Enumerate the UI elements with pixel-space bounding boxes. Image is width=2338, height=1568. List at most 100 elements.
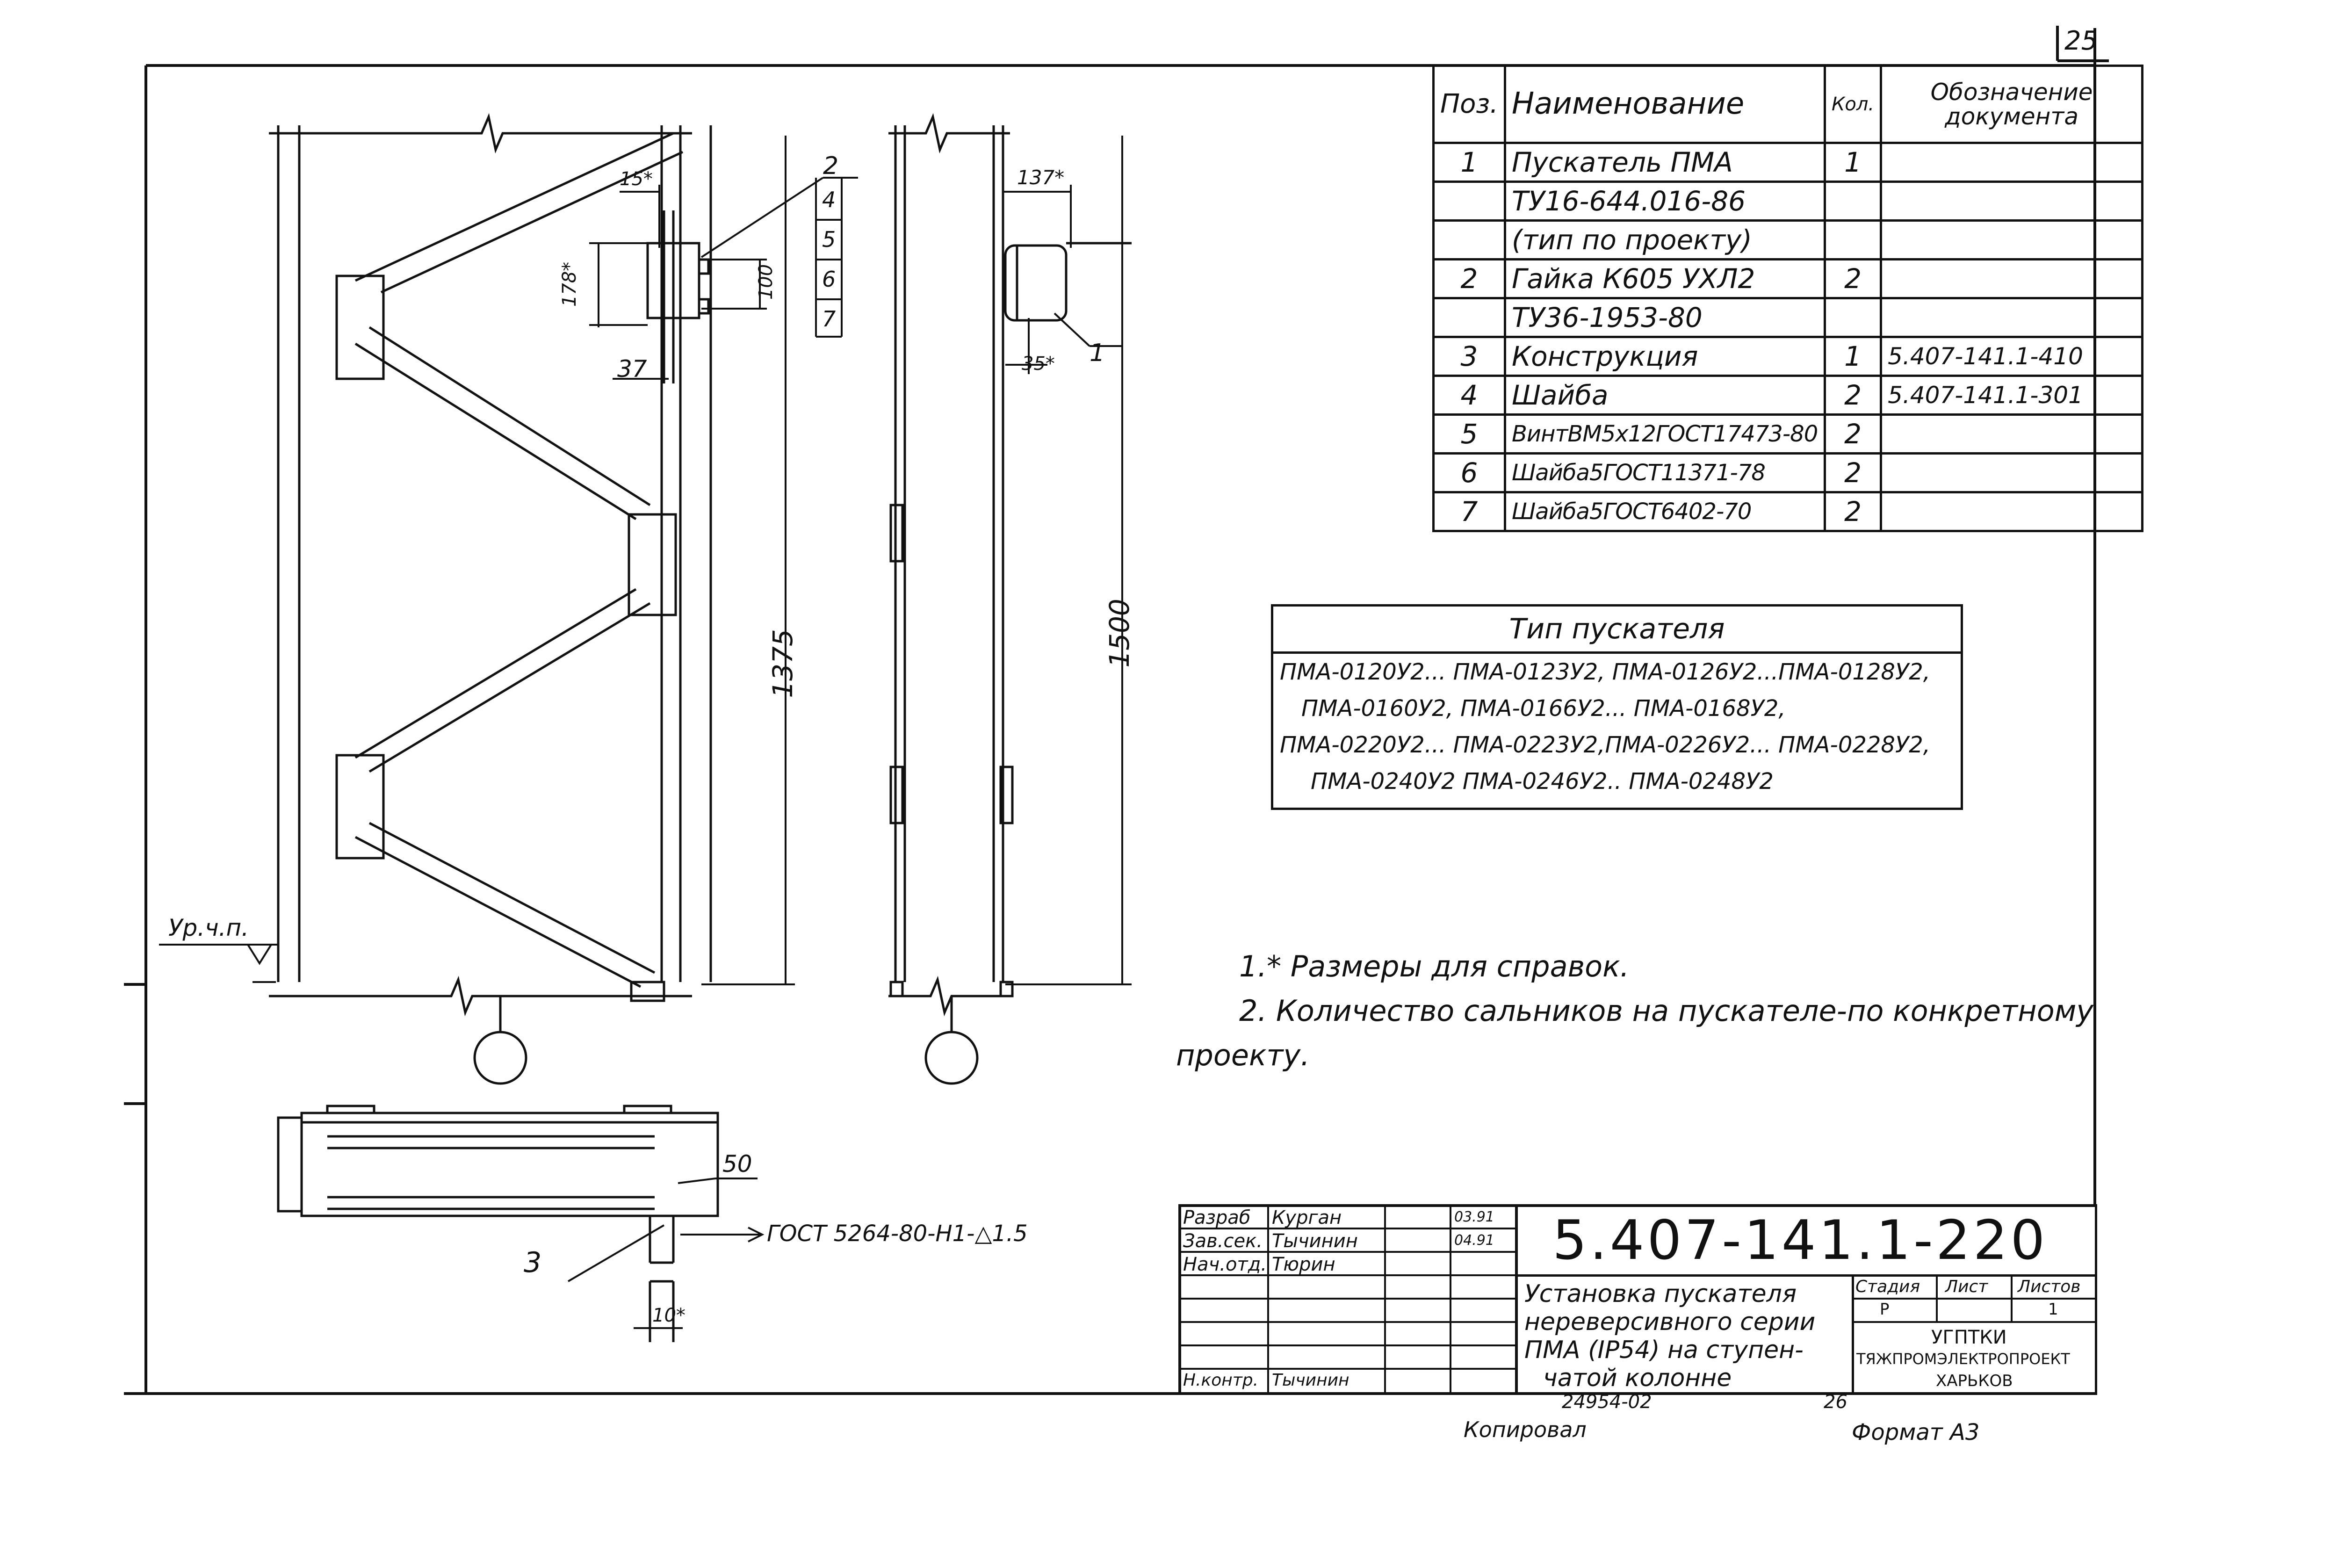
cell-pos: 6 [1432, 452, 1506, 493]
level-mark: Ур.ч.п. [168, 914, 249, 941]
cell-qty [1823, 297, 1883, 338]
cell-name: Конструкция [1503, 336, 1826, 377]
axis-marker-left [473, 1031, 527, 1085]
col-header-qty: Кол. [1823, 65, 1883, 144]
cell-name: Гайка К605 УХЛ2 [1503, 258, 1826, 299]
cell-doc [1880, 297, 2144, 338]
cell-name: ТУ36-1953-80 [1503, 297, 1826, 338]
cell-doc: 5.407-141.1-301 [1880, 375, 2144, 416]
callout-2: 2 [823, 152, 839, 180]
cell-pos: 7 [1432, 491, 1506, 532]
cell-qty: 2 [1823, 491, 1883, 532]
role-sector-head: Зав.сек. [1183, 1230, 1263, 1252]
cell-pos: 2 [1432, 258, 1506, 299]
cell-qty: 1 [1823, 336, 1883, 377]
callout-1: 1 [1090, 339, 1105, 367]
starter-types-box: Тип пускателя ПМА-0120У2... ПМА-0123У2, … [1271, 604, 1963, 810]
cell-name: Шайба5ГОСТ6402-70 [1503, 491, 1826, 532]
sheets-value: 1 [2048, 1300, 2058, 1319]
cell-pos: 5 [1432, 413, 1506, 455]
table-row: ТУ36-1953-80 [1432, 297, 2144, 338]
role-norm-control: Н.контр. [1183, 1371, 1259, 1390]
cell-doc [1880, 452, 2144, 493]
cell-name: Шайба [1503, 375, 1826, 416]
callout-6: 6 [822, 267, 836, 292]
dim-50: 50 [722, 1150, 752, 1178]
table-row: 7 Шайба5ГОСТ6402-70 2 [1432, 491, 2144, 532]
cell-qty [1823, 219, 1883, 260]
sheets-label: Листов [2018, 1277, 2081, 1296]
column-side-view [888, 113, 1132, 1085]
side-view-dimensions [1003, 136, 1132, 985]
cell-pos: 3 [1432, 336, 1506, 377]
cell-pos [1432, 181, 1506, 222]
cell-qty [1823, 181, 1883, 222]
starter-types-line: ПМА-0120У2... ПМА-0123У2, ПМА-0126У2...П… [1280, 659, 1931, 685]
role-dept-head: Нач.отд. [1183, 1254, 1267, 1275]
dim-137: 137* [1017, 166, 1065, 189]
dim-1500: 1500 [1103, 599, 1135, 668]
cell-name: Шайба5ГОСТ11371-78 [1503, 452, 1826, 493]
title-line-4: чатой колонне [1543, 1364, 1732, 1392]
note-2-continuation: проекту. [1176, 1038, 1310, 1072]
note-2: 2. Количество сальников на пускателе-по … [1239, 994, 2094, 1028]
table-row: 4 Шайба 2 5.407-141.1-301 [1432, 375, 2144, 416]
cell-qty: 1 [1823, 142, 1883, 183]
starter-types-line: ПМА-0220У2... ПМА-0223У2,ПМА-0226У2... П… [1280, 732, 1931, 758]
cell-pos [1432, 297, 1506, 338]
org-line-2: ТЯЖПРОМЭЛЕКТРОПРОЕКТ [1856, 1350, 2070, 1368]
dim-37: 37 [617, 355, 647, 383]
starter-types-line: ПМА-0240У2 ПМА-0246У2.. ПМА-0248У2 [1311, 768, 1774, 795]
col-header-name: Наименование [1503, 65, 1826, 144]
date-developer: 03.91 [1454, 1209, 1494, 1225]
cell-qty: 2 [1823, 452, 1883, 493]
sheet-label: Лист [1945, 1277, 1988, 1296]
table-row: 6 Шайба5ГОСТ11371-78 2 [1432, 452, 2144, 493]
footer-copied: Копировал [1464, 1417, 1587, 1442]
callout-3: 3 [524, 1246, 542, 1279]
starter-types-title: Тип пускателя [1273, 607, 1961, 654]
cell-doc [1880, 491, 2144, 532]
elevation-dimensions [159, 136, 858, 985]
title-line-2: нереверсивного серии [1524, 1308, 1816, 1336]
org-line-3: ХАРЬКОВ [1936, 1372, 2013, 1390]
table-row: 3 Конструкция 1 5.407-141.1-410 [1432, 336, 2144, 377]
stage-value: Р [1880, 1300, 1890, 1319]
name-developer: Курган [1272, 1207, 1342, 1228]
cell-doc: 5.407-141.1-410 [1880, 336, 2144, 377]
stage-label: Стадия [1855, 1277, 1920, 1296]
column-elevation [269, 113, 712, 1085]
cell-name: (тип по проекту) [1503, 219, 1826, 260]
axis-marker-mid [924, 1031, 979, 1085]
name-dept-head: Тюрин [1272, 1254, 1335, 1275]
callout-7: 7 [822, 306, 836, 332]
callout-4: 4 [822, 187, 836, 212]
table-row: (тип по проекту) [1432, 219, 2144, 260]
cell-name: ТУ16-644.016-86 [1503, 181, 1826, 222]
table-row: ТУ16-644.016-86 [1432, 181, 2144, 222]
cell-doc [1880, 258, 2144, 299]
cell-qty: 2 [1823, 375, 1883, 416]
cell-name: ВинтВМ5х12ГОСТ17473-80 [1503, 413, 1826, 455]
plan-section [277, 1105, 719, 1342]
table-row: 2 Гайка К605 УХЛ2 2 [1432, 258, 2144, 299]
cell-doc [1880, 219, 2144, 260]
title-block: Разраб Зав.сек. Нач.отд. Н.контр. Курган… [1178, 1204, 2097, 1394]
table-row: 1 Пускатель ПМА 1 [1432, 142, 2144, 183]
dim-10: 10* [652, 1305, 686, 1326]
cell-name: Пускатель ПМА [1503, 142, 1826, 183]
cell-pos: 4 [1432, 375, 1506, 416]
col-header-doc: Обозначение документа [1880, 65, 2144, 144]
table-row: 5 ВинтВМ5х12ГОСТ17473-80 2 [1432, 413, 2144, 455]
spec-header-row: Поз. Наименование Кол. Обозначение докум… [1432, 65, 2144, 144]
dim-178: 178* [559, 261, 581, 307]
footer-inventory: 24954-02 [1562, 1391, 1652, 1413]
name-sector-head: Тычинин [1272, 1230, 1358, 1252]
page-number: 25 [2064, 26, 2098, 56]
plan-dimensions [567, 1178, 765, 1329]
name-norm-control: Тычинин [1272, 1371, 1349, 1390]
dim-1375: 1375 [766, 629, 799, 698]
date-sector-head: 04.91 [1454, 1232, 1494, 1249]
note-1: 1.* Размеры для справок. [1239, 949, 1630, 983]
